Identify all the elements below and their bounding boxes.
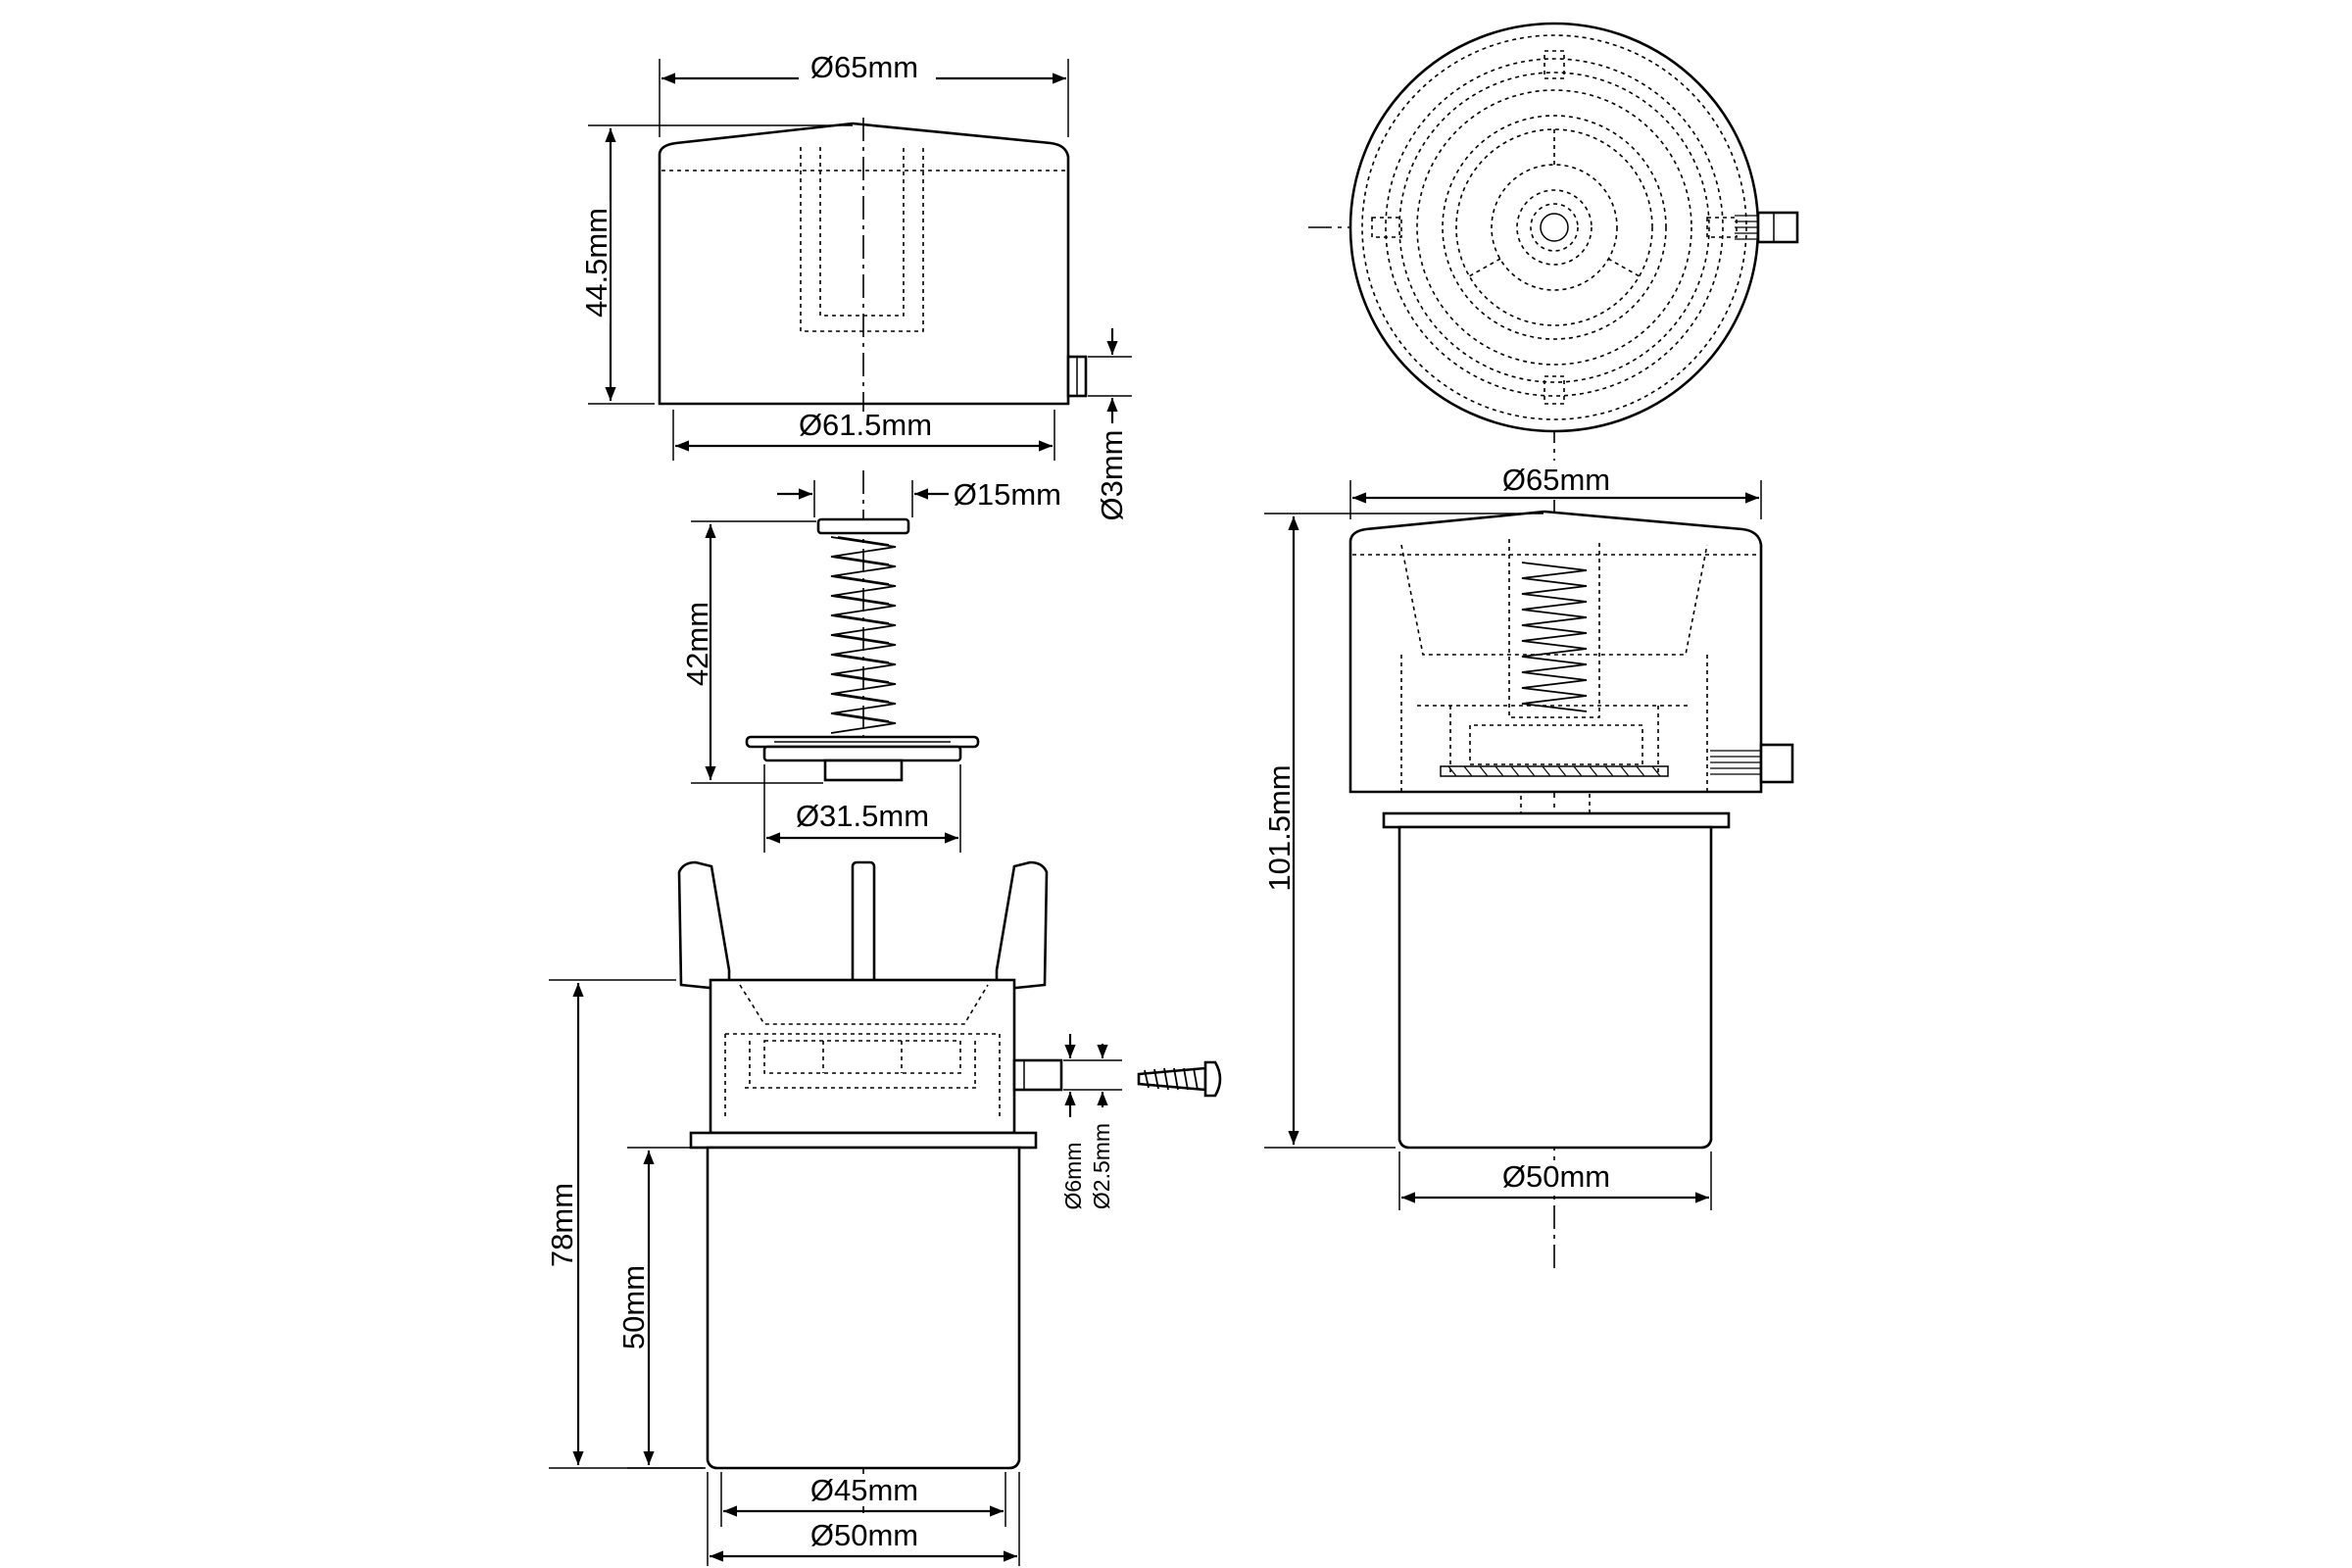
- spring-valve: [745, 470, 980, 784]
- pin-diameter-label: Ø3mm: [1095, 430, 1129, 521]
- dimension-body-total-height: 78mm: [545, 979, 706, 1469]
- dimension-assembled-height: 101.5mm: [1262, 513, 1544, 1149]
- assembled-top-diameter-label: Ø65mm: [1502, 463, 1610, 497]
- valve-height-label: 42mm: [680, 602, 714, 686]
- dimension-cap-height: 44.5mm: [579, 124, 853, 405]
- pipe-inner-diameter-label: Ø45mm: [810, 1473, 918, 1507]
- dimension-pipe-height: 50mm: [616, 1147, 704, 1469]
- assembled-view: [1348, 500, 1794, 1274]
- dimension-valve-stem-diameter: Ø15mm: [777, 477, 1061, 517]
- body-total-height-label: 78mm: [545, 1183, 579, 1267]
- valve-stem-diameter-label: Ø15mm: [954, 477, 1061, 512]
- cap-height-label: 44.5mm: [579, 208, 613, 318]
- dimension-pipe-inner-diameter: Ø45mm: [720, 1472, 1006, 1527]
- screw-head-diameter-label: Ø6mm: [1060, 1143, 1086, 1210]
- cap-bottom-diameter-label: Ø61.5mm: [799, 408, 932, 442]
- pipe-outer-diameter-label: Ø50mm: [810, 1518, 918, 1552]
- dimension-cap-bottom-diameter: Ø61.5mm: [672, 408, 1055, 461]
- cap-side-view: [658, 118, 1088, 441]
- dimension-screw: Ø6mm Ø2.5mm: [1060, 1034, 1122, 1210]
- pipe-height-label: 50mm: [616, 1265, 651, 1349]
- assembled-height-label: 101.5mm: [1262, 764, 1297, 891]
- dimension-pipe-outer-diameter: Ø50mm: [707, 1472, 1020, 1566]
- body-side-view: [677, 860, 1063, 1539]
- screw-diameter-label: Ø2.5mm: [1089, 1123, 1114, 1209]
- assembled-pipe-diameter-label: Ø50mm: [1502, 1159, 1610, 1194]
- valve-base-diameter-label: Ø31.5mm: [796, 799, 929, 833]
- dimension-pin-diameter: Ø3mm: [1088, 328, 1132, 521]
- cap-top-view: [1308, 22, 1799, 461]
- screw: [1137, 1060, 1222, 1098]
- cap-top-diameter-label: Ø65mm: [810, 50, 918, 84]
- dimension-assembled-pipe-diameter: Ø50mm: [1398, 1152, 1712, 1210]
- dimension-assembled-top-diameter: Ø65mm: [1349, 463, 1762, 519]
- dimension-valve-height: 42mm: [679, 520, 823, 784]
- dimension-valve-base-diameter: Ø31.5mm: [763, 764, 961, 853]
- dimension-cap-top-diameter: Ø65mm: [659, 49, 1069, 137]
